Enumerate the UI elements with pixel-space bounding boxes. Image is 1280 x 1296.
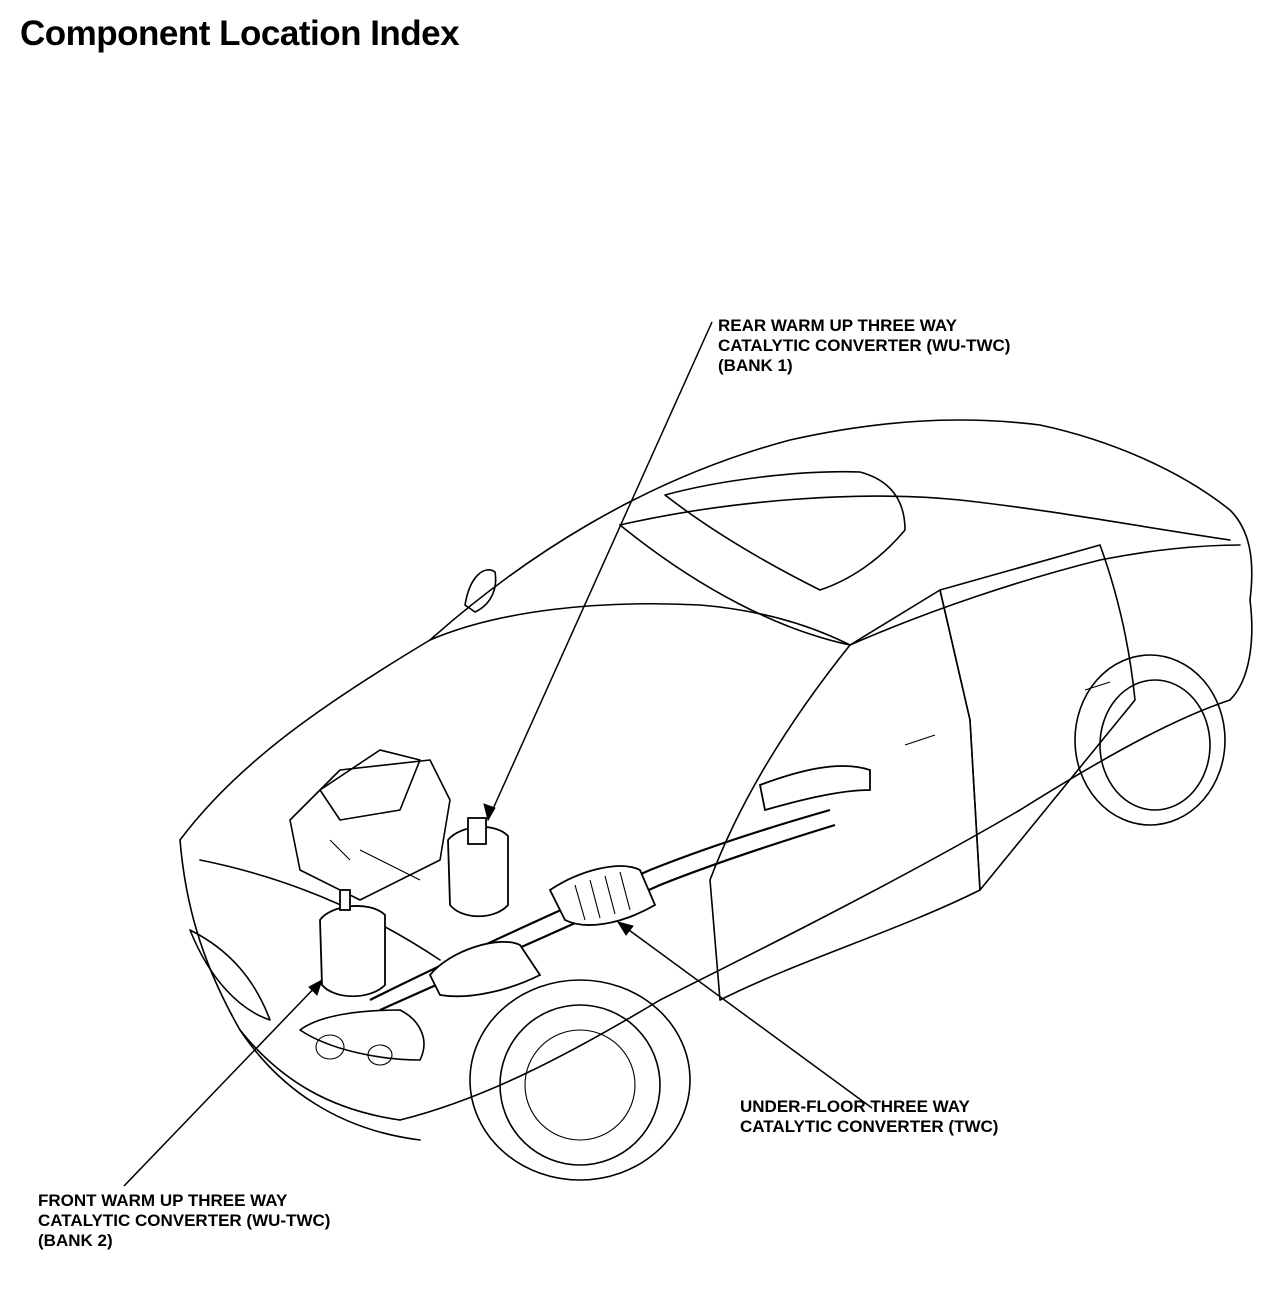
front-wheel-arch: [469, 979, 691, 1181]
intake-manifold: [319, 749, 421, 821]
door-handle-front: [904, 734, 936, 746]
underfloor-twc-ribs: [574, 871, 631, 921]
callout-underfloor-twc: UNDER-FLOOR THREE WAY CATALYTIC CONVERTE…: [740, 1097, 998, 1137]
callout-rear-line-2: CATALYTIC CONVERTER (WU-TWC): [718, 336, 1011, 355]
engine-detail: [329, 839, 421, 881]
hood-center-crease: [199, 859, 441, 961]
front-wheel-hub: [524, 1029, 636, 1141]
leader-rear-wu-twc: [487, 321, 713, 821]
car-roof-outline: [429, 419, 1253, 641]
arrowhead-underfloor-twc: [616, 921, 634, 936]
rear-muffler-pipe: [758, 765, 871, 812]
callout-front-line-3: (BANK 2): [38, 1231, 113, 1250]
callout-front-wu-twc: FRONT WARM UP THREE WAY CATALYTIC CONVER…: [38, 1191, 330, 1251]
door-handle-rear: [1084, 681, 1111, 691]
windshield-frame: [429, 602, 851, 646]
front-bumper: [239, 1029, 421, 1141]
car-body: [179, 419, 1253, 1181]
front-wu-twc: [319, 905, 386, 998]
engine: [289, 749, 451, 901]
engine-block: [289, 759, 451, 901]
hood-outline: [179, 639, 431, 841]
front-wheel: [499, 1004, 661, 1166]
roof-line: [619, 495, 1231, 541]
leader-lines: [123, 321, 873, 1187]
callout-underfloor-line-1: UNDER-FLOOR THREE WAY: [740, 1097, 970, 1116]
rear-wheel: [1099, 679, 1211, 811]
rear-wu-twc-sensor: [467, 817, 487, 845]
rear-quarter: [1229, 599, 1253, 701]
callout-rear-wu-twc: REAR WARM UP THREE WAY CATALYTIC CONVERT…: [718, 316, 1010, 376]
callout-underfloor-line-2: CATALYTIC CONVERTER (TWC): [740, 1117, 999, 1136]
exhaust-system: [319, 765, 871, 1012]
arrowhead-front-wu-twc: [308, 978, 323, 996]
arrowhead-rear-wu-twc: [483, 803, 496, 822]
sunroof: [664, 470, 906, 591]
side-mirror: [464, 569, 497, 613]
callout-rear-line-1: REAR WARM UP THREE WAY: [718, 316, 957, 335]
rear-wheel-arch: [1074, 654, 1226, 826]
headlight-lens-2: [367, 1044, 393, 1066]
rear-door: [939, 544, 1136, 891]
callout-front-line-1: FRONT WARM UP THREE WAY: [38, 1191, 288, 1210]
leader-front-wu-twc: [123, 979, 323, 1187]
front-door: [709, 589, 981, 1001]
resonator: [428, 941, 542, 998]
page-title: Component Location Index: [20, 14, 460, 53]
windshield-top: [619, 524, 851, 646]
underfloor-twc-body: [548, 865, 657, 926]
headlight-lens-1: [315, 1034, 345, 1060]
side-sill: [399, 699, 1231, 1121]
callout-rear-line-3: (BANK 1): [718, 356, 793, 375]
headlight-left: [299, 1009, 425, 1061]
front-wu-twc-sensor: [339, 889, 351, 911]
grille: [189, 929, 271, 1021]
rear-wu-twc: [447, 826, 509, 918]
leader-underfloor-twc: [617, 921, 873, 1109]
callout-front-line-2: CATALYTIC CONVERTER (WU-TWC): [38, 1211, 331, 1230]
beltline: [849, 544, 1241, 646]
